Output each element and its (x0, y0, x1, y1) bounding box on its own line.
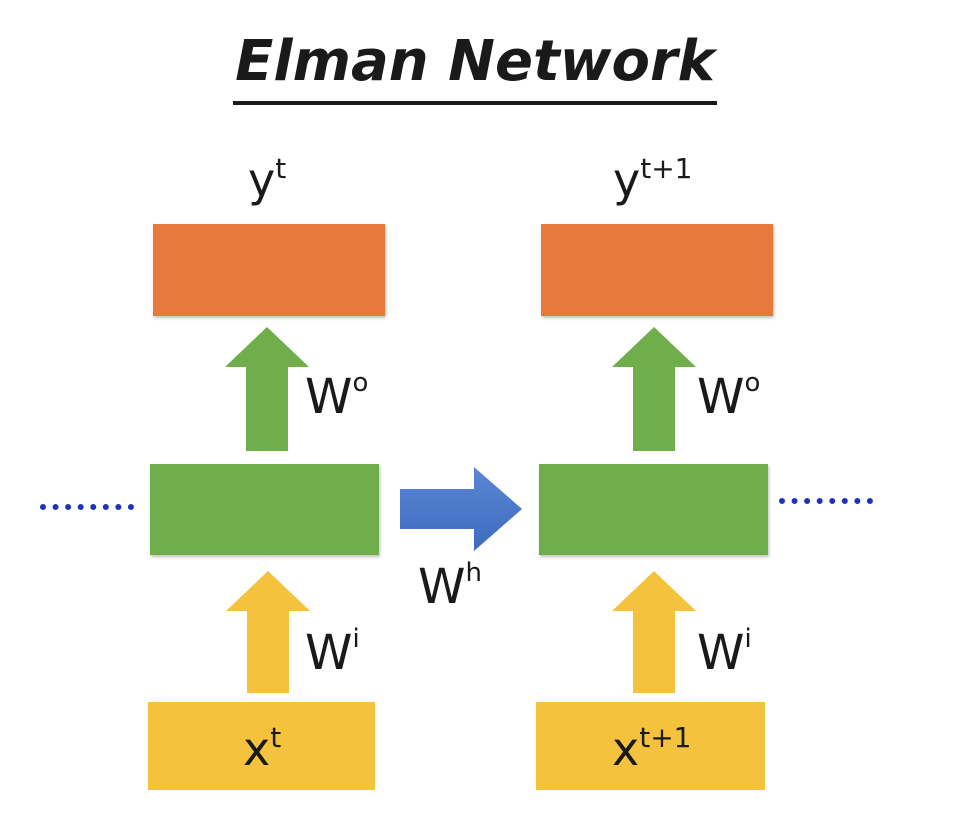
output-label-t: yt (248, 152, 287, 207)
output-weight-label-t1: Wo (697, 368, 761, 425)
recurrent-weight-label: Wh (418, 558, 482, 615)
output-arrow-t1 (612, 327, 696, 451)
input-arrow-t (226, 571, 310, 693)
input-layer-t (148, 702, 375, 790)
diagram-title: Elman Network (0, 22, 954, 105)
input-weight-label-t: Wi (305, 624, 360, 681)
right-continuation-dots (779, 498, 873, 504)
input-label-t: xt (243, 721, 282, 776)
output-weight-label-t: Wo (305, 368, 369, 425)
output-layer-t1 (541, 224, 773, 316)
output-arrow-t (225, 327, 309, 451)
input-weight-label-t1: Wi (697, 624, 752, 681)
output-label-t1: yt+1 (613, 152, 693, 207)
output-layer-t (153, 224, 385, 316)
input-label-t1: xt+1 (612, 721, 692, 776)
recurrent-arrow (400, 467, 522, 551)
hidden-layer-t (150, 464, 379, 555)
input-arrow-t1 (612, 571, 696, 693)
left-continuation-dots (40, 504, 134, 510)
input-layer-t1 (536, 702, 765, 790)
hidden-layer-t1 (539, 464, 768, 555)
